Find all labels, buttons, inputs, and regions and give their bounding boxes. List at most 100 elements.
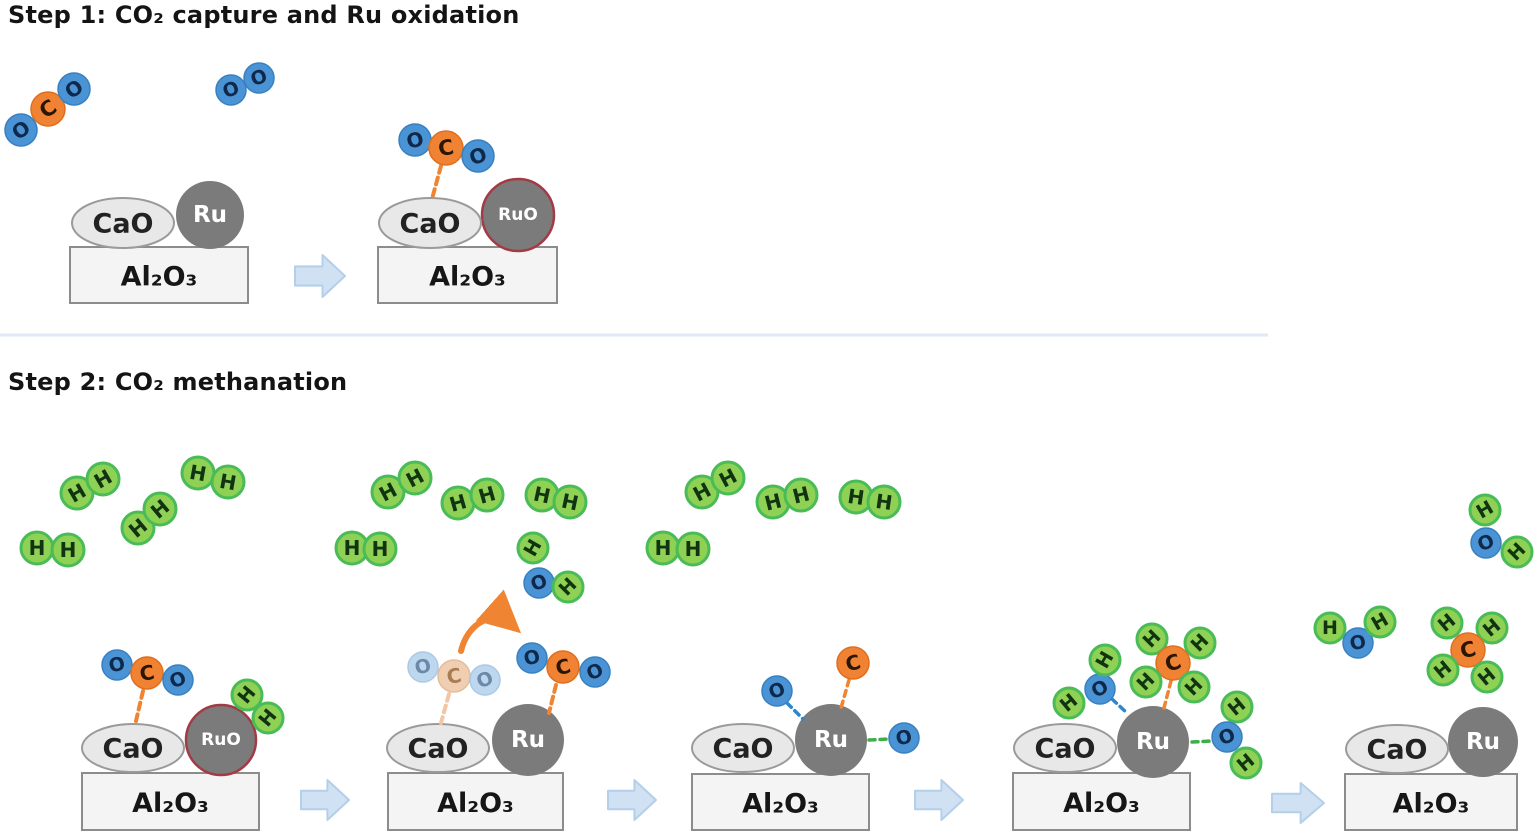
ru-label: Ru bbox=[1466, 729, 1500, 755]
atom-O bbox=[516, 642, 548, 674]
atom-H bbox=[710, 460, 746, 496]
atom-H bbox=[675, 531, 711, 567]
atom-H bbox=[142, 491, 178, 527]
atom-O bbox=[1470, 527, 1502, 559]
atom-O-faded bbox=[407, 651, 439, 683]
atom-label: H bbox=[29, 536, 46, 560]
atom-label: C bbox=[436, 135, 455, 161]
support-al2o3 bbox=[387, 772, 564, 831]
atom-H bbox=[552, 484, 588, 520]
atom-label: C bbox=[843, 650, 863, 677]
support-al2o3 bbox=[691, 773, 870, 831]
bond-dashed bbox=[430, 164, 443, 201]
atom-H bbox=[783, 477, 819, 513]
ru-label: RuO bbox=[498, 205, 538, 225]
atom-C bbox=[836, 646, 870, 680]
atom-O bbox=[461, 139, 495, 173]
atom-label: H bbox=[846, 484, 866, 510]
support-label: Al₂O₃ bbox=[1063, 788, 1140, 819]
atom-label: H bbox=[188, 460, 209, 487]
support-al2o3 bbox=[1344, 773, 1518, 831]
step-arrow-icon bbox=[607, 779, 657, 821]
support-label: Al₂O₃ bbox=[121, 262, 198, 293]
atom-H bbox=[1426, 653, 1460, 687]
cao-label: CaO bbox=[400, 209, 461, 240]
atom-H bbox=[1177, 670, 1211, 704]
atom-label: H bbox=[476, 481, 499, 509]
ru-particle bbox=[492, 704, 564, 776]
ru-label: Ru bbox=[1136, 729, 1170, 755]
step1-title: Step 1: CO₂ capture and Ru oxidation bbox=[8, 1, 520, 29]
atom-H bbox=[1468, 493, 1502, 527]
atom-label: C bbox=[138, 660, 157, 686]
atom-C bbox=[1155, 645, 1191, 681]
atom-C bbox=[30, 91, 66, 127]
atom-H bbox=[251, 701, 285, 735]
support-label: Al₂O₃ bbox=[1393, 789, 1470, 820]
atom-H bbox=[866, 484, 902, 520]
atom-H bbox=[370, 474, 406, 510]
bond-dashed bbox=[439, 692, 451, 725]
atom-H bbox=[1500, 535, 1534, 569]
atom-label: C bbox=[1162, 649, 1185, 677]
bond-dashed bbox=[1162, 679, 1173, 710]
atom-label: O bbox=[412, 654, 433, 679]
atom-label: H bbox=[447, 489, 470, 517]
cao-particle bbox=[81, 723, 185, 773]
atom-label: O bbox=[1216, 724, 1239, 750]
ru-label: RuO bbox=[201, 730, 241, 750]
atom-H bbox=[551, 570, 585, 604]
atom-O bbox=[243, 62, 275, 94]
ru-particle bbox=[176, 181, 244, 249]
atom-H bbox=[1363, 605, 1397, 639]
atom-O bbox=[888, 722, 920, 754]
support-label: Al₂O₃ bbox=[437, 788, 514, 819]
cao-label: CaO bbox=[408, 734, 469, 765]
support-label: Al₂O₃ bbox=[429, 262, 506, 293]
atom-O bbox=[1211, 721, 1243, 753]
step-arrow-icon bbox=[300, 779, 350, 821]
atom-O-faded bbox=[469, 664, 501, 696]
support-al2o3 bbox=[377, 246, 558, 304]
atom-label: O bbox=[893, 725, 914, 750]
atom-label: C bbox=[553, 654, 573, 681]
atom-H bbox=[1183, 626, 1217, 660]
bond-dashed bbox=[839, 678, 851, 710]
atom-H bbox=[362, 531, 398, 567]
cao-particle bbox=[71, 197, 175, 249]
atom-O bbox=[215, 74, 247, 106]
cao-label: CaO bbox=[1367, 735, 1428, 766]
bond-dashed bbox=[785, 701, 805, 721]
atom-O bbox=[1342, 627, 1374, 659]
cao-particle bbox=[691, 723, 795, 773]
atom-O bbox=[162, 664, 194, 696]
atom-label: C bbox=[1457, 636, 1478, 663]
ru-particle bbox=[1448, 707, 1518, 777]
atom-C bbox=[428, 130, 464, 166]
support-al2o3 bbox=[1012, 772, 1191, 831]
atom-C bbox=[1450, 632, 1486, 668]
cao-label: CaO bbox=[713, 734, 774, 765]
atom-label: O bbox=[766, 678, 789, 704]
atom-label: H bbox=[874, 489, 894, 515]
atom-H bbox=[210, 464, 246, 500]
support-label: Al₂O₃ bbox=[132, 788, 209, 819]
atom-H bbox=[1129, 665, 1163, 699]
atom-H bbox=[1430, 606, 1464, 640]
support-al2o3 bbox=[81, 772, 260, 831]
ru-particle bbox=[1117, 706, 1189, 778]
atom-H bbox=[469, 477, 505, 513]
cao-particle bbox=[1345, 724, 1449, 774]
atom-H bbox=[1088, 643, 1122, 677]
atom-label: H bbox=[344, 536, 361, 560]
atom-H bbox=[1470, 660, 1504, 694]
bond-dashed bbox=[134, 689, 145, 723]
atom-label: H bbox=[1322, 617, 1338, 639]
atom-label: H bbox=[685, 537, 702, 561]
hydrogen-transfer-arrow-icon bbox=[458, 589, 522, 654]
atom-H bbox=[1135, 622, 1169, 656]
atom-O bbox=[579, 656, 611, 688]
atom-H bbox=[120, 510, 156, 546]
atom-H bbox=[230, 678, 264, 712]
